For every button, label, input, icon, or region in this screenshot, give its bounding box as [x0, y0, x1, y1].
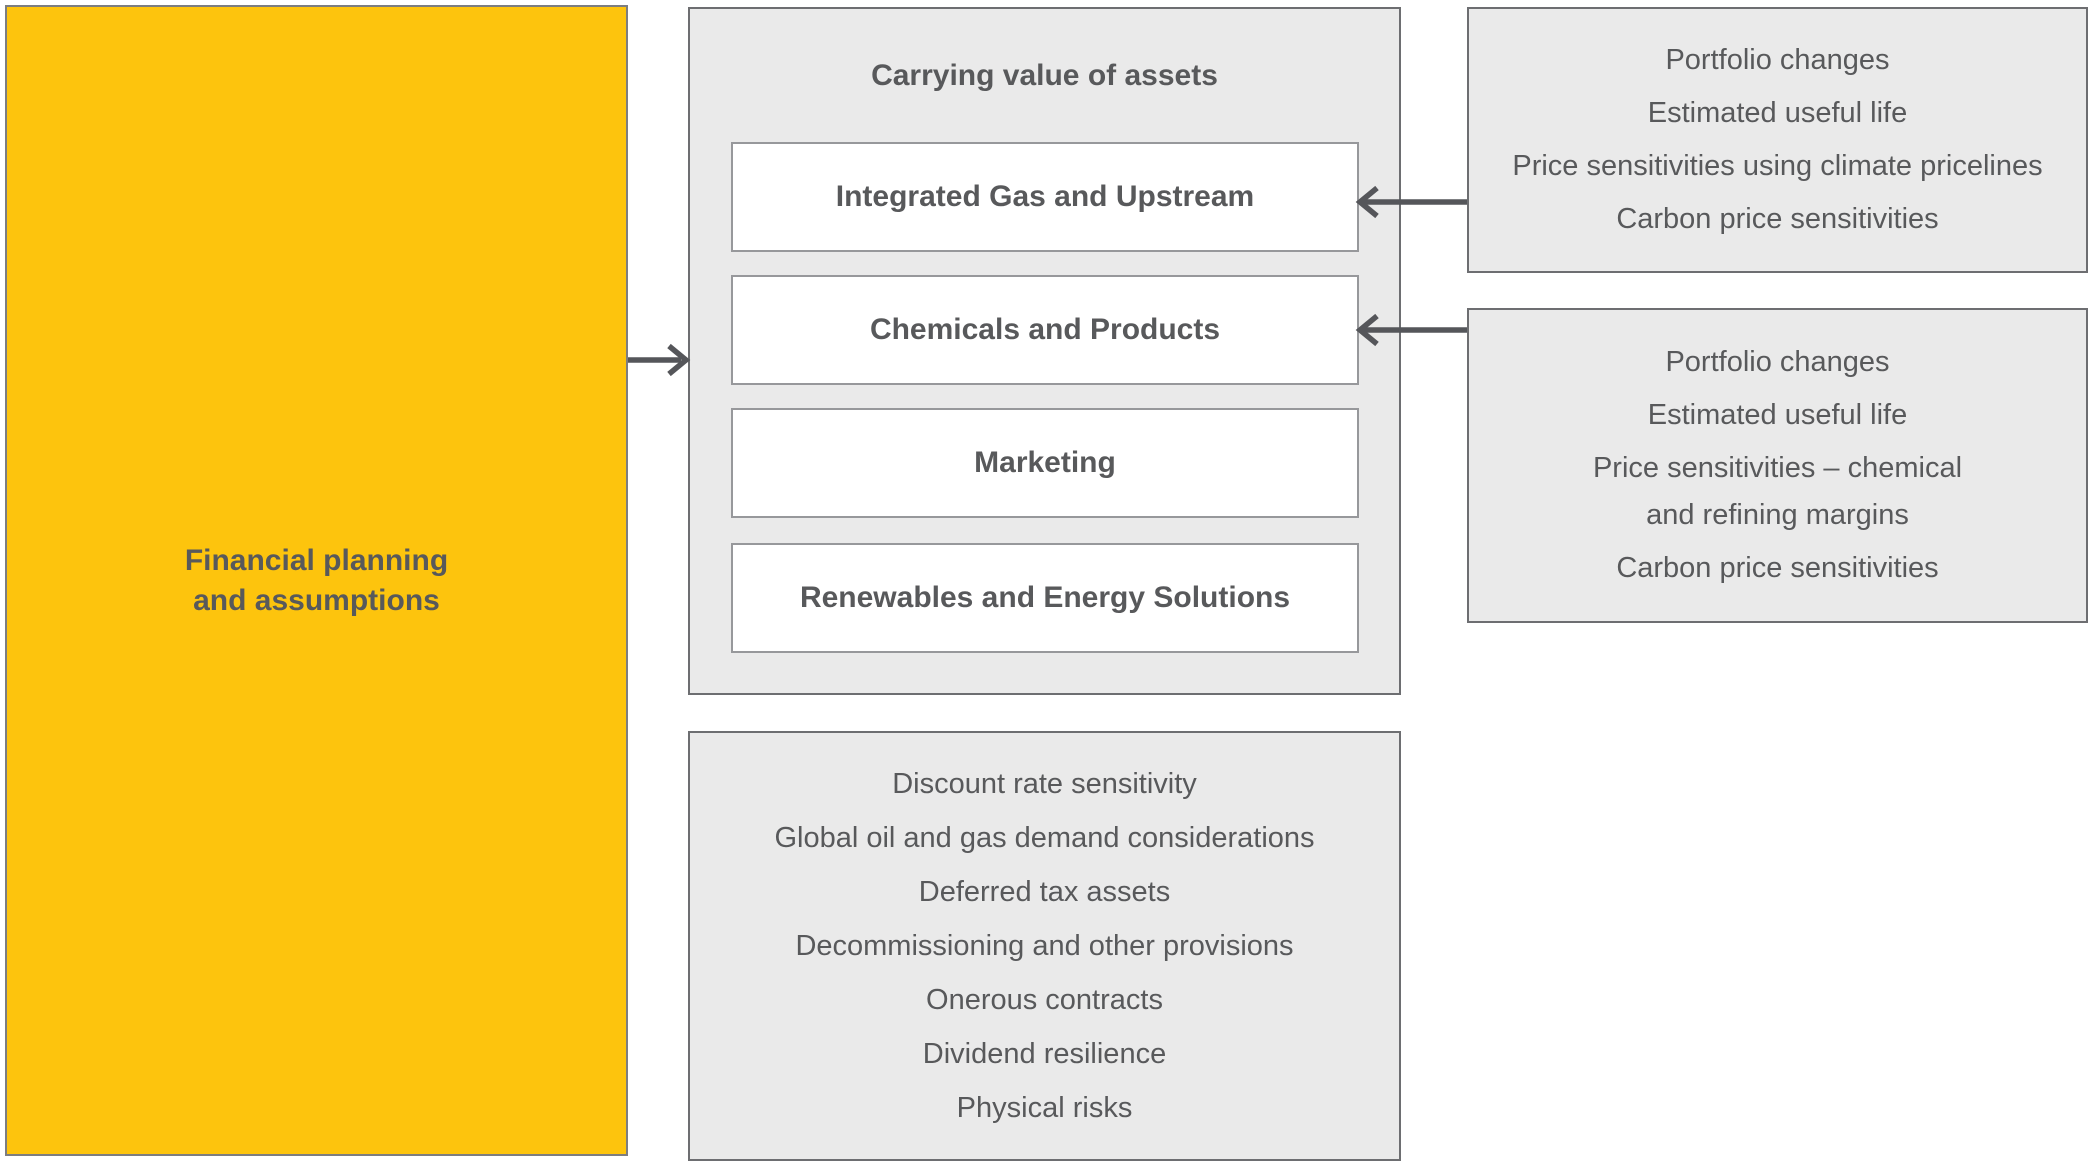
list-item: Portfolio changes — [1665, 346, 1890, 378]
list-item: Estimated useful life — [1647, 97, 1908, 129]
segment-label: Renewables and Energy Solutions — [799, 581, 1291, 614]
segment-label: Chemicals and Products — [869, 313, 1221, 346]
list-item: Physical risks — [956, 1092, 1133, 1124]
list-item: Decommissioning and other provisions — [795, 930, 1294, 962]
financial-planning-box: Financial planning and assumptions — [5, 5, 628, 1156]
list-item: Estimated useful life — [1647, 399, 1908, 431]
segment-box-marketing: Marketing — [731, 408, 1359, 518]
chemicals-factors-panel: Portfolio changes Estimated useful life … — [1467, 308, 2088, 623]
segment-label: Integrated Gas and Upstream — [835, 180, 1255, 213]
list-item: Portfolio changes — [1665, 44, 1890, 76]
carrying-value-panel: Carrying value of assets Integrated Gas … — [688, 7, 1401, 695]
arrow-right-icon — [628, 343, 691, 377]
upstream-factors-panel: Portfolio changes Estimated useful life … — [1467, 7, 2088, 273]
list-item: Global oil and gas demand considerations — [774, 822, 1315, 854]
considerations-panel: Discount rate sensitivity Global oil and… — [688, 731, 1401, 1161]
list-item: Carbon price sensitivities — [1616, 203, 1939, 235]
list-item: Deferred tax assets — [918, 876, 1171, 908]
list-item: Price sensitivities – chemical and refin… — [1592, 452, 1963, 531]
list-item: Dividend resilience — [922, 1038, 1167, 1070]
segment-box-integrated-gas-and-upstream: Integrated Gas and Upstream — [731, 142, 1359, 252]
segment-label: Marketing — [974, 446, 1116, 479]
list-item: Discount rate sensitivity — [892, 768, 1197, 800]
segment-box-renewables-and-energy-solutions: Renewables and Energy Solutions — [731, 543, 1359, 653]
segment-box-chemicals-and-products: Chemicals and Products — [731, 275, 1359, 385]
list-item: Carbon price sensitivities — [1616, 552, 1939, 584]
list-item: Onerous contracts — [926, 984, 1163, 1016]
financial-planning-label: Financial planning and assumptions — [184, 543, 449, 617]
list-item: Price sensitivities using climate pricel… — [1512, 150, 2043, 182]
carrying-value-title: Carrying value of assets — [871, 58, 1218, 92]
